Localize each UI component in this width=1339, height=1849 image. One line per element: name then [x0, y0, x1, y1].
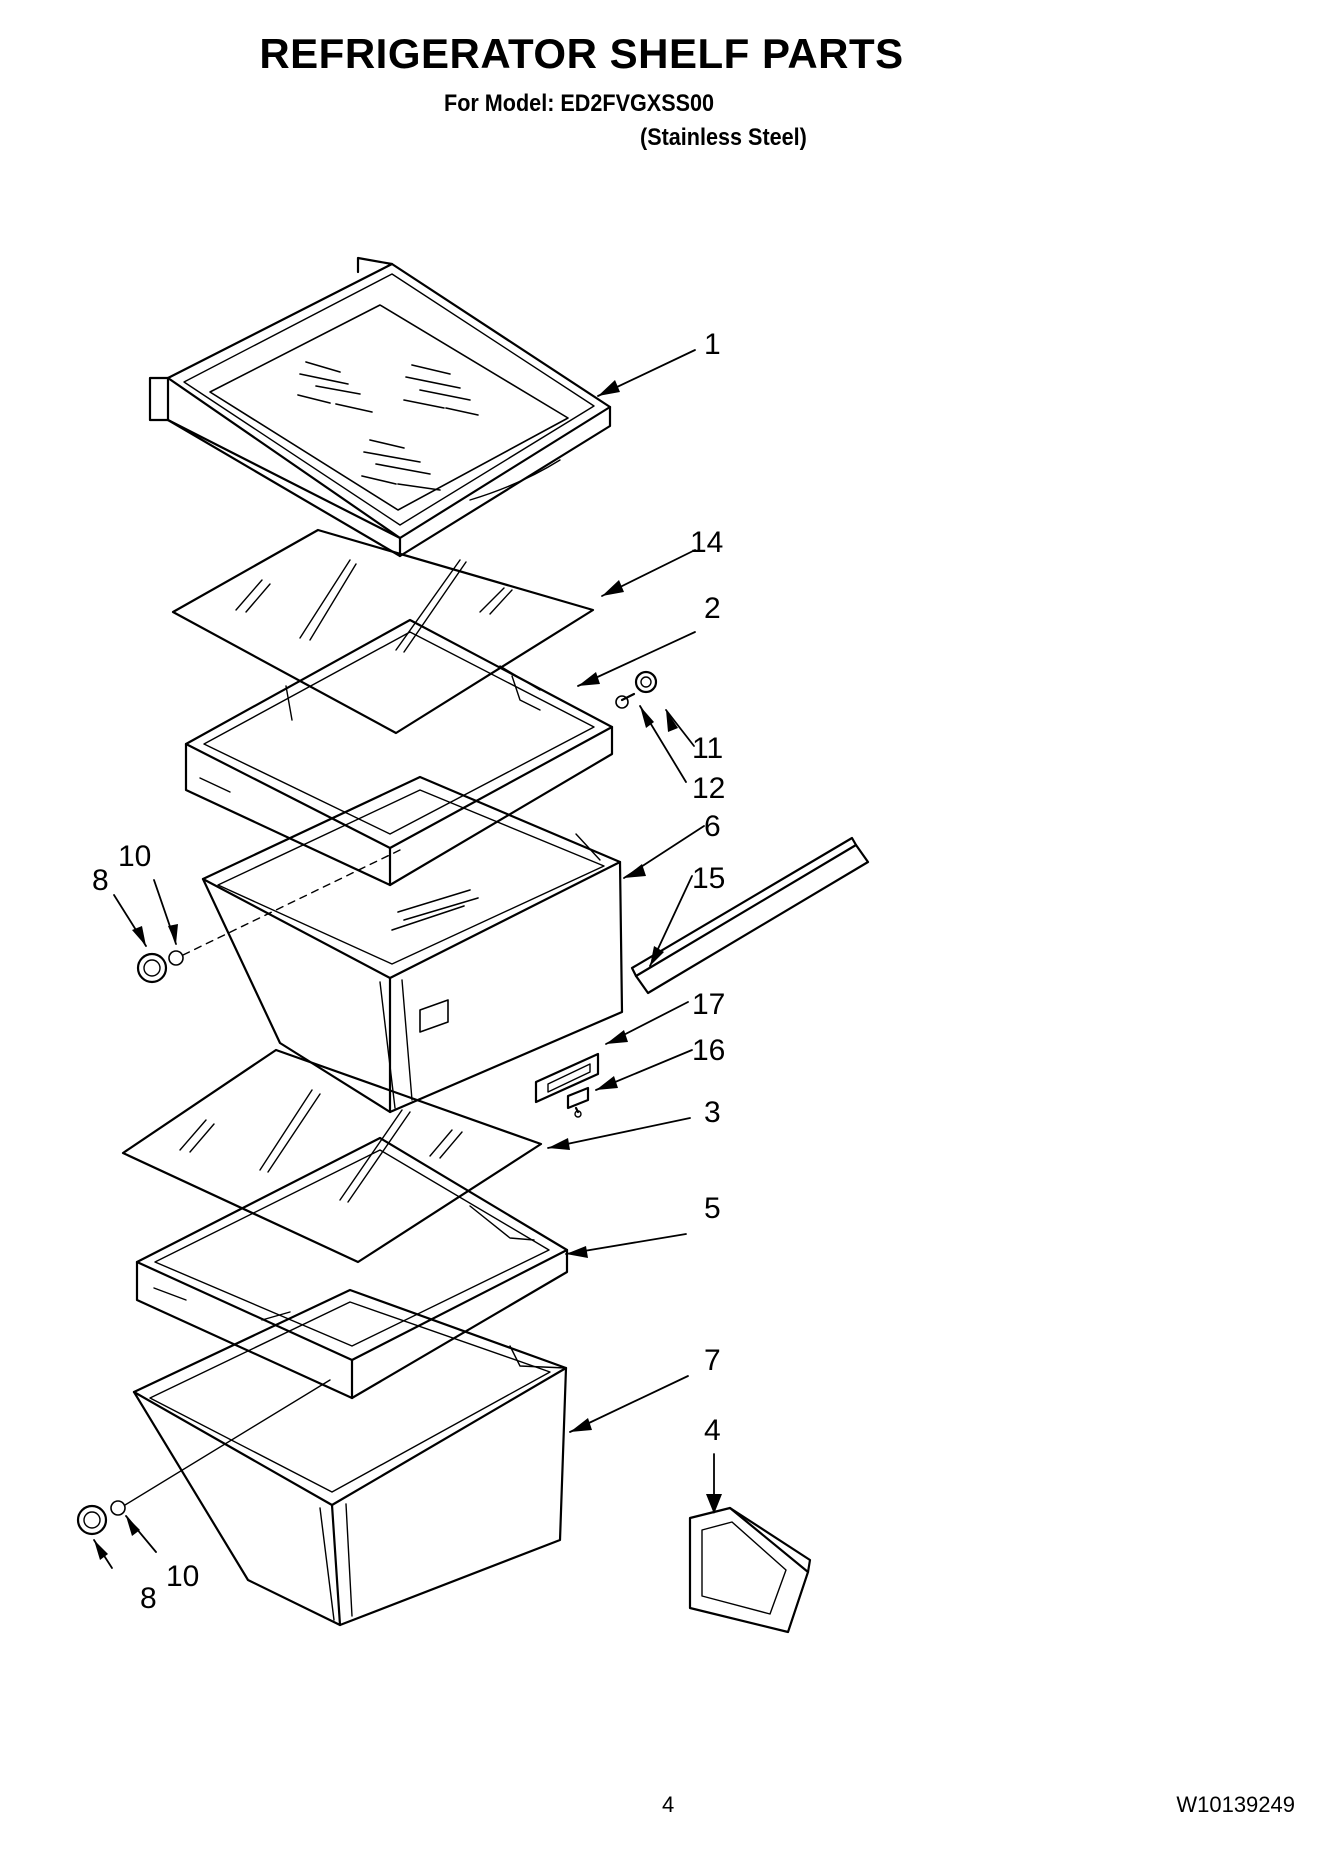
callout-4: 4: [704, 1414, 721, 1447]
callout-12: 12: [692, 772, 725, 805]
document-number: W10139249: [1176, 1792, 1295, 1817]
upper-crisper-drawer: [201, 775, 624, 1114]
callout-10-lower: 10: [166, 1560, 199, 1593]
lower-crisper-drawer: [132, 1288, 568, 1627]
top-shelf-frame: [148, 256, 612, 558]
callout-10-upper: 10: [118, 840, 151, 873]
callout-2: 2: [704, 592, 721, 625]
upper-crisper-frame: [184, 618, 614, 887]
upper-glass-shelf: [171, 528, 595, 735]
callout-5: 5: [704, 1192, 721, 1225]
callout-6: 6: [704, 810, 721, 843]
callout-1: 1: [704, 328, 721, 361]
callout-16: 16: [692, 1034, 725, 1067]
callout-3: 3: [704, 1096, 721, 1129]
right-knob-screw: [615, 670, 658, 709]
callout-8-upper: 8: [92, 864, 109, 897]
upper-left-knob: [136, 849, 401, 984]
callout-8-lower: 8: [140, 1582, 157, 1615]
callout-labels: 1 14 2 11 12 6 10 8 15 17 16 3 5 7 4 10 …: [92, 328, 725, 1615]
callout-7: 7: [704, 1344, 721, 1377]
page-title: REFRIGERATOR SHELF PARTS: [259, 30, 904, 77]
label-holder: [688, 1506, 812, 1634]
finish-line: (Stainless Steel): [640, 124, 807, 151]
callout-14: 14: [690, 526, 723, 559]
page-number: 4: [662, 1792, 675, 1817]
lower-glass-shelf: [121, 1048, 543, 1264]
arrowheads: [94, 380, 722, 1560]
callout-11: 11: [692, 732, 723, 765]
lower-crisper-frame: [135, 1136, 569, 1400]
trim-strip: [630, 836, 870, 995]
clip-assembly: [534, 1052, 600, 1118]
callout-17: 17: [692, 988, 725, 1021]
callout-15: 15: [692, 862, 725, 895]
model-line: For Model: ED2FVGXSS00: [444, 90, 715, 117]
lower-left-knob: [76, 1379, 331, 1536]
